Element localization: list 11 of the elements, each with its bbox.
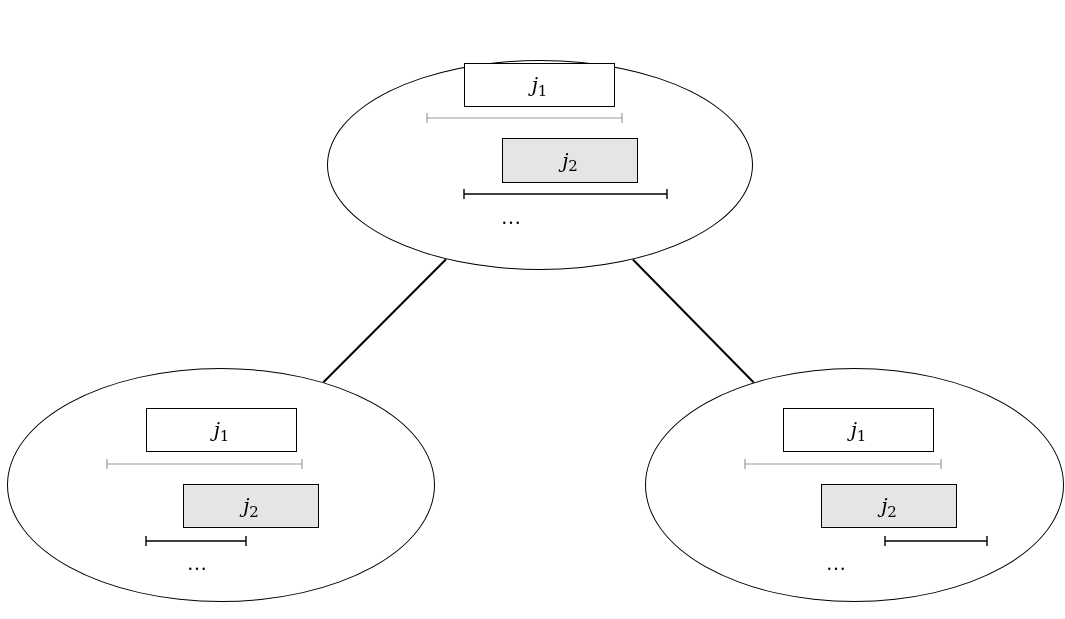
job-box: j$_{2}$ (821, 484, 957, 528)
job-box: j$_{1}$ (783, 408, 934, 452)
ellipsis: … (501, 207, 521, 227)
connector-line (322, 258, 448, 384)
ellipsis: … (826, 553, 846, 573)
job-box: j$_{2}$ (502, 138, 638, 183)
ellipsis: … (187, 553, 207, 573)
connector-line (631, 258, 755, 384)
job-box: j$_{1}$ (146, 408, 297, 452)
job-box: j$_{2}$ (183, 484, 319, 528)
job-box: j$_{1}$ (464, 63, 615, 107)
